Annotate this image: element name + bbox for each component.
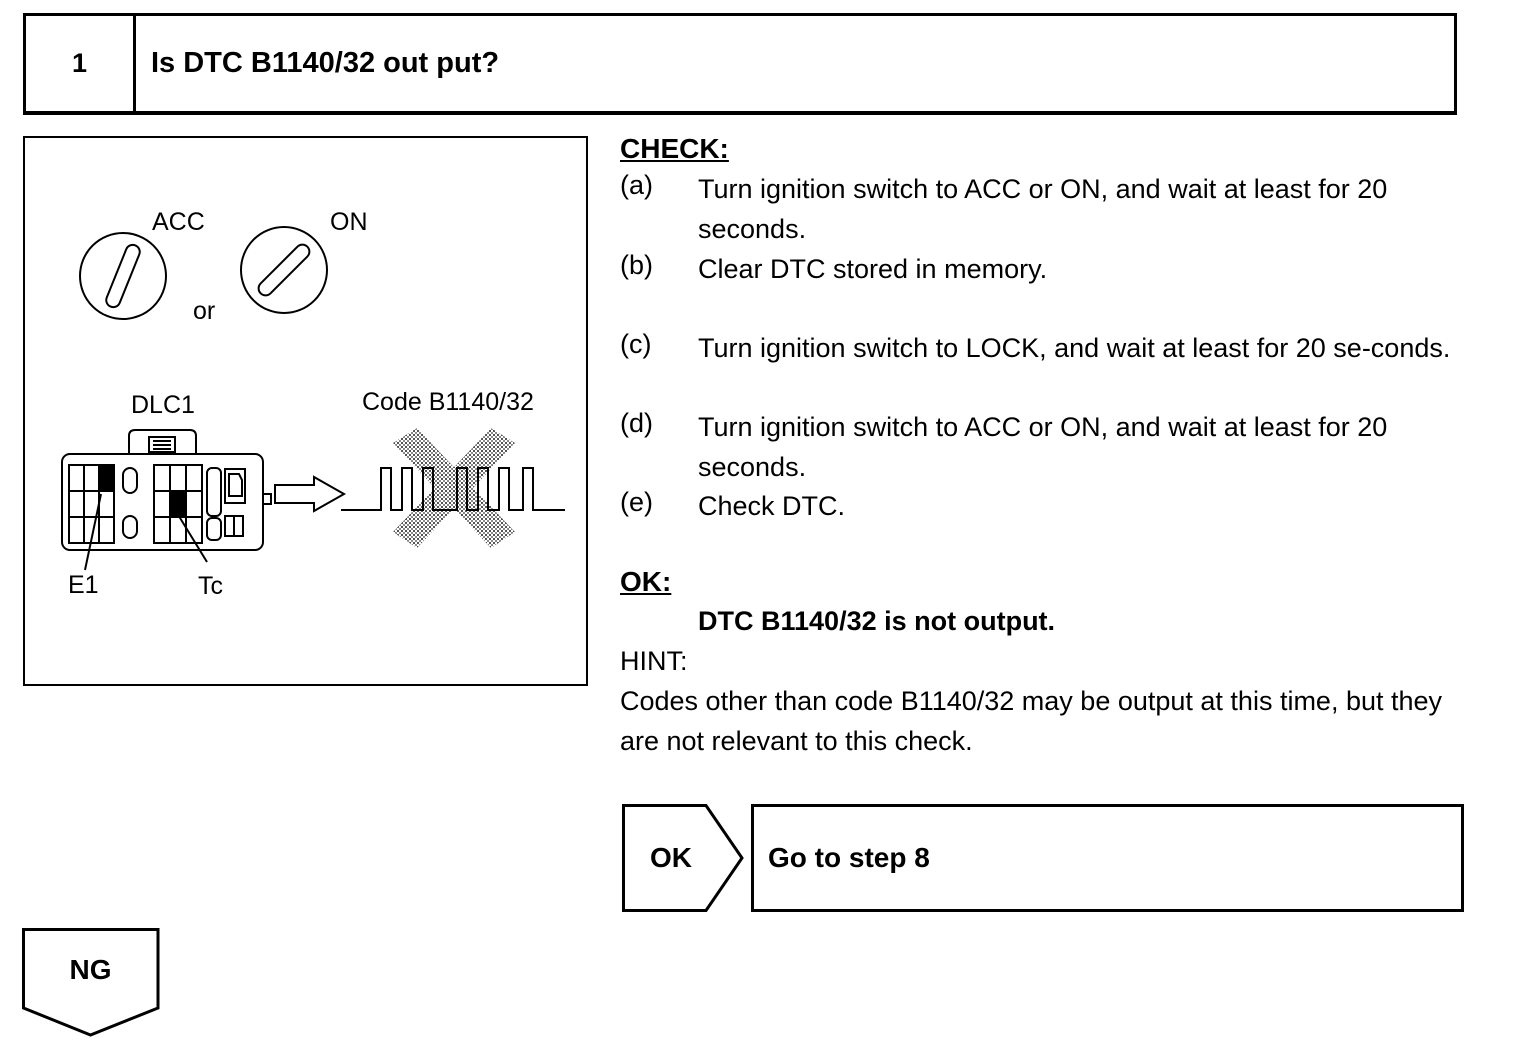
on-label: ON	[330, 208, 368, 236]
hint-text: Codes other than code B1140/32 may be ou…	[620, 686, 1443, 756]
check-heading: CHECK:	[620, 133, 729, 164]
dlc1-connector-icon	[61, 429, 272, 551]
item-text: Turn ignition switch to ACC or ON, and w…	[698, 412, 1388, 482]
e1-pointer	[84, 493, 102, 571]
item-mark: (a)	[620, 170, 653, 200]
item-text: Clear DTC stored in memory.	[698, 254, 1048, 284]
e1-label: E1	[68, 571, 99, 599]
item-text: Turn ignition switch to LOCK, and wait a…	[698, 333, 1451, 363]
step-header: 1 Is DTC B1140/32 out put?	[23, 13, 1457, 115]
ignition-key-on-icon	[240, 226, 328, 314]
tc-pointer	[176, 512, 208, 563]
illustration-panel: ACC ON or DLC1	[23, 136, 588, 686]
ignition-key-acc-icon	[79, 232, 167, 320]
ok-detail: DTC B1140/32 is not output.	[698, 606, 1056, 636]
ng-tag-shape	[22, 928, 160, 1037]
or-label: or	[193, 297, 215, 325]
go-to-step-text: Go to step 8	[768, 842, 930, 873]
ng-result-tag: NG	[22, 928, 162, 1038]
crossed-out-marks	[393, 428, 515, 548]
item-text: Turn ignition switch to ACC or ON, and w…	[698, 174, 1388, 244]
step-number: 1	[26, 16, 136, 111]
acc-label: ACC	[152, 208, 205, 236]
ng-tag-label: NG	[69, 954, 112, 985]
tc-label: Tc	[198, 572, 223, 600]
item-text: Check DTC.	[698, 491, 846, 521]
item-mark: (b)	[620, 250, 653, 280]
go-to-step-box: Go to step 8	[751, 804, 1464, 912]
ok-tag-shape	[622, 804, 744, 912]
hint-label: HINT:	[620, 646, 688, 676]
ok-result-tag: OK	[622, 804, 744, 912]
ok-heading: OK:	[620, 566, 672, 597]
code-label: Code B1140/32	[362, 388, 534, 416]
item-mark: (c)	[620, 329, 652, 359]
step-title: Is DTC B1140/32 out put?	[151, 47, 500, 79]
dtc-waveform	[341, 467, 565, 511]
arrow-right-icon	[274, 475, 347, 513]
dlc1-label: DLC1	[131, 391, 195, 419]
item-mark: (d)	[620, 408, 653, 438]
ok-tag-label: OK	[650, 842, 692, 873]
item-mark: (e)	[620, 487, 653, 517]
dlc-diagram: ACC ON or DLC1	[61, 208, 565, 600]
